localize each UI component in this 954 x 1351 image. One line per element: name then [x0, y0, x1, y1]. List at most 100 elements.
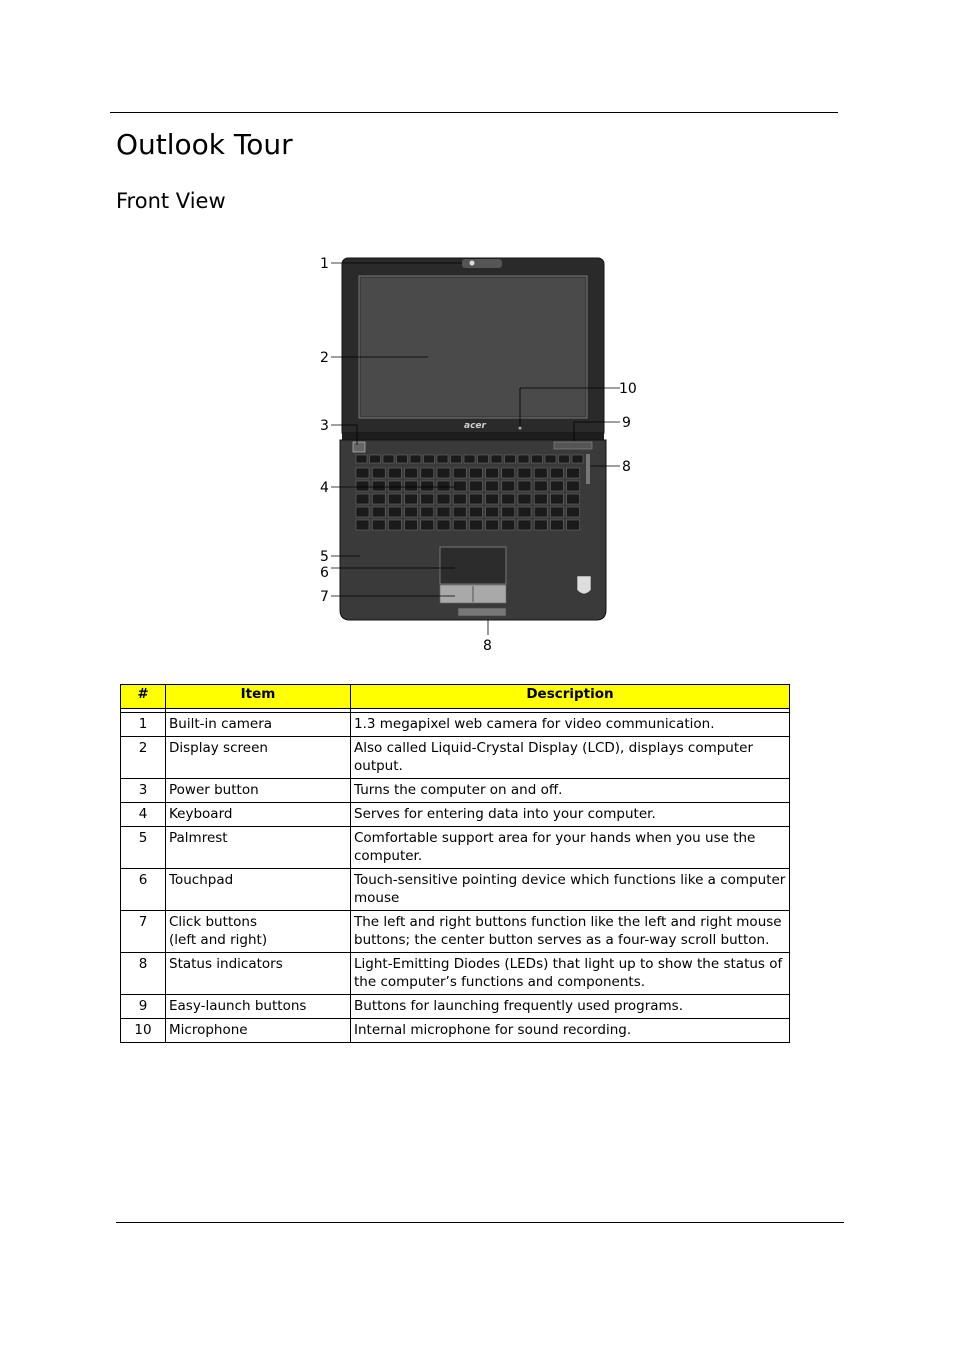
power-button-icon: [352, 441, 366, 453]
table-header-row: # Item Description: [120, 684, 790, 709]
keyboard-key: [450, 454, 462, 464]
keyboard-key: [501, 506, 516, 518]
callout-3: 3: [320, 418, 329, 434]
keyboard-key: [388, 467, 402, 479]
keyboard-key: [409, 454, 422, 464]
row-item: Touchpad: [165, 868, 351, 911]
callout-10: 10: [619, 381, 637, 397]
row-item: Keyboard: [165, 802, 351, 827]
keyboard-key: [517, 519, 532, 531]
callout-leaders: [331, 262, 620, 635]
row-item: Built-in camera: [165, 712, 351, 737]
row-description-line: Light-Emitting Diodes (LEDs) that light …: [354, 956, 783, 972]
keyboard-key: [485, 506, 499, 518]
keyboard-key: [517, 493, 532, 505]
row-description: Internal microphone for sound recording.: [350, 1018, 790, 1043]
keyboard-key: [533, 519, 548, 531]
keyboard-key: [571, 454, 584, 464]
keyboard-key: [452, 480, 467, 492]
row-item-line: Microphone: [169, 1022, 248, 1038]
keyboard-key: [469, 467, 483, 479]
keyboard-key: [436, 454, 449, 464]
keyboard-key: [517, 506, 532, 518]
row-number: 4: [120, 802, 166, 827]
row-description-line: computer.: [354, 848, 423, 864]
row-item-line: Palmrest: [169, 830, 228, 846]
display-glass: [361, 278, 585, 416]
keyboard-key: [436, 493, 451, 505]
keyboard-key: [501, 493, 516, 505]
row-description-line: buttons; the center button serves as a f…: [354, 932, 770, 948]
row-number: 1: [120, 712, 166, 737]
keyboard-key: [355, 519, 370, 531]
row-number: 6: [120, 868, 166, 911]
keyboard-key: [369, 454, 381, 464]
keyboard-key: [452, 519, 467, 531]
row-description: Turns the computer on and off.: [350, 778, 790, 803]
keyboard-key: [355, 480, 370, 492]
row-number: 5: [120, 826, 166, 869]
row-item: Click buttons(left and right): [165, 910, 351, 953]
keyboard-key: [452, 467, 467, 479]
keyboard-key: [566, 506, 580, 518]
callout-2: 2: [320, 350, 329, 366]
row-description-line: 1.3 megapixel web camera for video commu…: [354, 716, 715, 732]
row-description-line: Turns the computer on and off.: [354, 782, 563, 798]
keyboard-key: [371, 480, 386, 492]
keyboard-key: [566, 467, 580, 479]
header-rule: [110, 112, 838, 113]
keyboard-key: [485, 519, 499, 531]
row-description-line: mouse: [354, 890, 400, 906]
keyboard-key: [566, 480, 580, 492]
keyboard-key: [371, 506, 386, 518]
keyboard-key: [544, 454, 557, 464]
keyboard-key: [501, 519, 516, 531]
keyboard-key: [550, 467, 564, 479]
keyboard-key: [371, 493, 386, 505]
keyboard-key: [404, 480, 418, 492]
keyboard-key: [533, 480, 548, 492]
keyboard-key: [550, 480, 564, 492]
easy-launch-buttons: [553, 441, 593, 450]
keyboard-key: [371, 519, 386, 531]
keyboard-key: [485, 493, 499, 505]
keyboard-key: [504, 454, 516, 464]
keyboard-key: [566, 519, 580, 531]
row-item-line: Status indicators: [169, 956, 283, 972]
keyboard-key: [420, 480, 435, 492]
callout-6: 6: [320, 565, 329, 581]
laptop-front-view-figure: acer: [312, 250, 642, 660]
keyboard-key: [388, 519, 402, 531]
row-item-line: Touchpad: [169, 872, 234, 888]
row-description: Touch-sensitive pointing device which fu…: [350, 868, 790, 911]
keyboard-key: [436, 519, 451, 531]
footer-rule: [116, 1222, 844, 1223]
row-item-line: Easy-launch buttons: [169, 998, 307, 1014]
keyboard-key: [423, 454, 435, 464]
row-item-line: Display screen: [169, 740, 268, 756]
row-description-line: Comfortable support area for your hands …: [354, 830, 756, 846]
touchpad: [439, 546, 507, 585]
row-description-line: output.: [354, 758, 403, 774]
keyboard-key: [355, 493, 370, 505]
shield-logo-icon: [576, 575, 592, 595]
row-item: Easy-launch buttons: [165, 994, 351, 1019]
callout-8-side: 8: [622, 459, 631, 475]
keyboard-key: [469, 519, 483, 531]
status-indicators-side: [586, 454, 590, 484]
keyboard-key: [404, 493, 418, 505]
keyboard-key: [355, 506, 370, 518]
keyboard-key: [533, 467, 548, 479]
keyboard-key: [469, 493, 483, 505]
camera-lens-icon: [469, 260, 475, 266]
keyboard-key: [452, 506, 467, 518]
section-title: Front View: [116, 189, 226, 213]
keyboard-key: [517, 467, 532, 479]
keyboard-key: [485, 480, 499, 492]
row-description-line: Internal microphone for sound recording.: [354, 1022, 632, 1038]
row-description: Also called Liquid-Crystal Display (LCD)…: [350, 736, 790, 779]
row-description: Light-Emitting Diodes (LEDs) that light …: [350, 952, 790, 995]
